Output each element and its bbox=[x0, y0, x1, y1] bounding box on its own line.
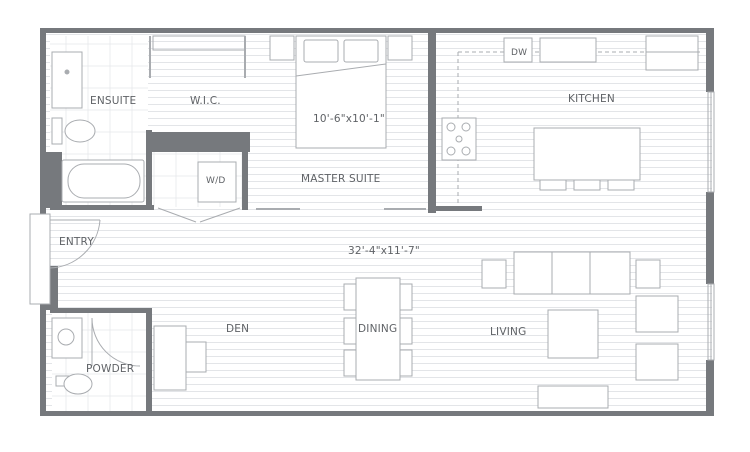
tv-console bbox=[537, 385, 609, 409]
kitchen-fixtures bbox=[441, 35, 700, 206]
armchair-1 bbox=[635, 295, 679, 333]
washer-dryer-closet bbox=[157, 161, 241, 223]
powder-fixtures bbox=[51, 317, 141, 395]
ensuite-fixtures bbox=[51, 51, 145, 203]
den-desk bbox=[153, 325, 207, 391]
room-label-living: LIVING bbox=[490, 326, 526, 338]
room-label-wic: W.I.C. bbox=[190, 95, 221, 107]
appliance-label-wd: W/D bbox=[206, 176, 225, 186]
sofa bbox=[513, 251, 631, 295]
kitchen-sink bbox=[539, 37, 597, 63]
ensuite-toilet-tank bbox=[51, 117, 63, 145]
room-label-entry: ENTRY bbox=[59, 236, 94, 248]
dining-table bbox=[343, 277, 413, 381]
dimension-living: 32'-4"x11'-7" bbox=[348, 245, 420, 257]
ensuite-toilet bbox=[64, 119, 96, 143]
room-label-powder: POWDER bbox=[86, 363, 134, 375]
room-label-kitchen: KITCHEN bbox=[568, 93, 615, 105]
room-label-ensuite: ENSUITE bbox=[90, 95, 136, 107]
appliance-label-dw: DW bbox=[511, 48, 527, 58]
dimension-master-suite: 10'-6"x10'-1" bbox=[313, 113, 385, 125]
wic-closets bbox=[149, 35, 246, 78]
room-label-dining: DINING bbox=[358, 323, 397, 335]
room-label-master-suite: MASTER SUITE bbox=[301, 173, 380, 185]
kitchen-island bbox=[533, 127, 641, 181]
coffee-table bbox=[547, 309, 599, 359]
room-label-den: DEN bbox=[226, 323, 249, 335]
dishwasher bbox=[503, 37, 533, 63]
fridge bbox=[645, 35, 699, 71]
ensuite-vanity bbox=[51, 51, 83, 109]
windows bbox=[707, 91, 715, 361]
armchair-2 bbox=[635, 343, 679, 381]
living-furniture bbox=[481, 251, 679, 409]
master-bed bbox=[269, 35, 413, 149]
room-labels: ENSUITE W.I.C. 10'-6"x10'-1" KITCHEN MAS… bbox=[59, 48, 615, 375]
entry-door bbox=[29, 213, 101, 305]
